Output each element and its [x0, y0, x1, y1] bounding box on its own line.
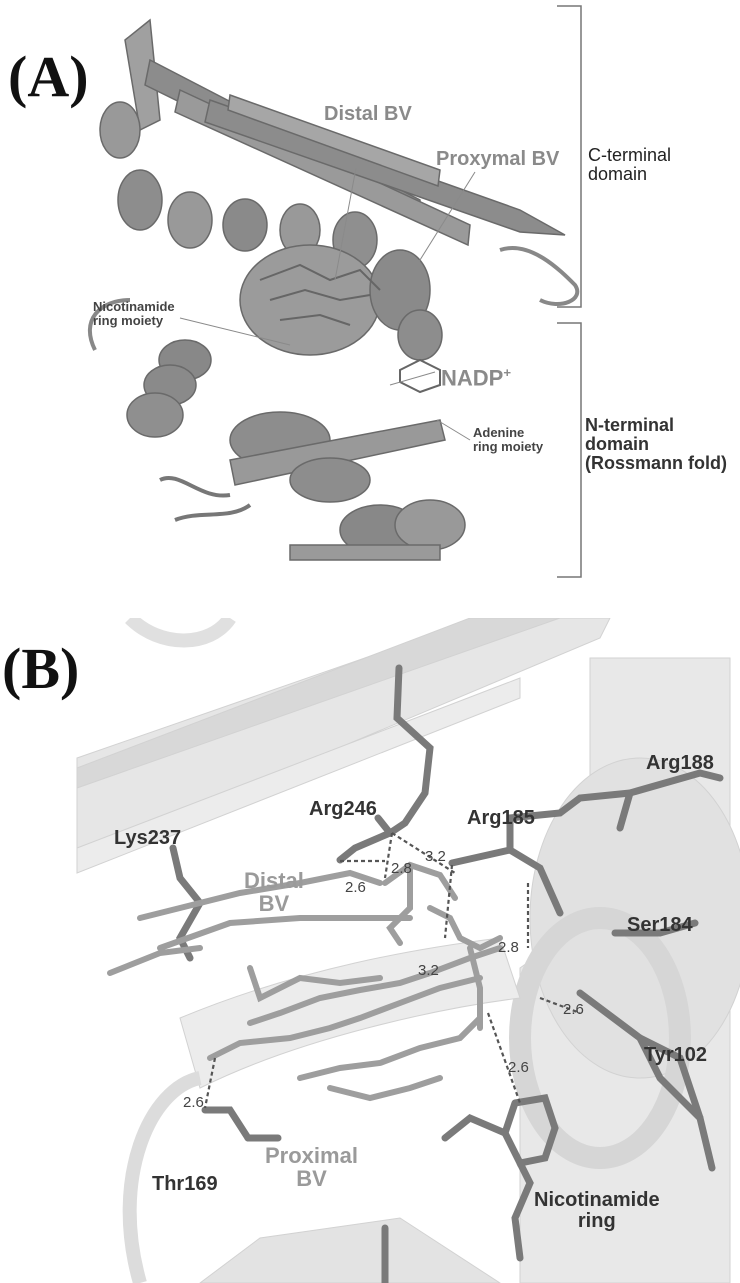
residue-lys237-label: Lys237: [114, 827, 182, 849]
distance-arg185-2-8: 2.8: [498, 939, 519, 956]
nicotinamide-ring-label: Nicotinamide ring: [534, 1189, 660, 1232]
residue-tyr102-label: Tyr102: [644, 1044, 708, 1066]
distance-arg185-3-2: 3.2: [418, 962, 439, 979]
protein-cartoon-structure: [88, 5, 582, 578]
residue-arg246-label: Arg246: [309, 798, 377, 820]
residue-thr169-label: Thr169: [152, 1173, 218, 1195]
active-site-structure: [76, 618, 740, 1283]
distal-bv-label: Distal BV: [244, 868, 304, 917]
residue-arg185-label: Arg185: [467, 807, 535, 829]
distance-arg246-2-6: 2.6: [345, 879, 366, 896]
distance-arg246-3-2: 3.2: [425, 848, 446, 865]
n-terminal-domain-label: N-terminal domain (Rossmann fold): [585, 415, 727, 473]
adenine-moiety-label: Adenine ring moiety: [473, 425, 544, 454]
c-terminal-domain-label: C-terminal domain: [588, 145, 672, 184]
nadp-label: NADP+: [441, 365, 512, 391]
distance-tyr102-2-6: 2.6: [563, 1001, 584, 1018]
distal-bv-label: Distal BV: [324, 103, 412, 125]
domain-brackets: [557, 5, 582, 578]
panel-b-letter: (B): [2, 636, 80, 701]
distance-nicotinamide-2-6: 2.6: [508, 1059, 529, 1076]
panel-b: (B) Arg246 Arg188 Lys237 Arg185 Ser184 T…: [0, 618, 740, 1283]
distance-arg246-2-8: 2.8: [391, 860, 412, 877]
proximal-bv-label: Proxymal BV: [436, 148, 560, 170]
panel-a: (A): [0, 0, 740, 600]
nicotinamide-moiety-label: Nicotinamide ring moiety: [93, 299, 175, 328]
residue-ser184-label: Ser184: [627, 914, 693, 936]
proximal-bv-label: Proximal BV: [265, 1143, 358, 1192]
distance-thr169-2-6: 2.6: [183, 1094, 204, 1111]
residue-arg188-label: Arg188: [646, 752, 714, 774]
panel-a-letter: (A): [8, 44, 89, 109]
